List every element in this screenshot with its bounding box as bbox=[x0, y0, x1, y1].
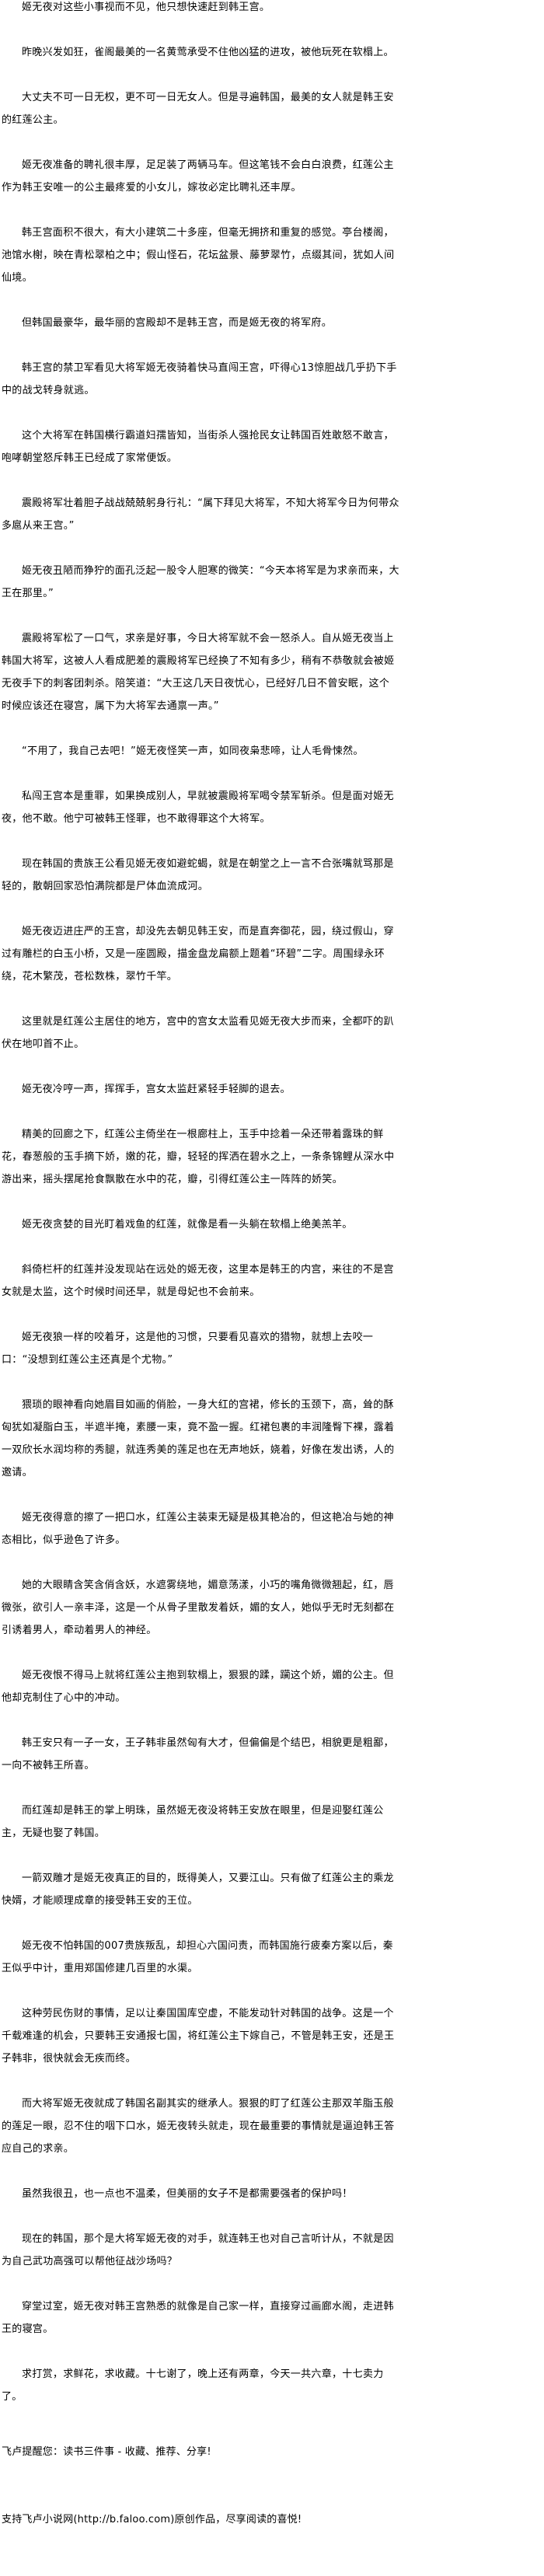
article-paragraph: 韩王安只有一子一女，王子韩非虽然匈有大才，但偏偏是个结巴，相貌更是粗鄙，一向不被… bbox=[2, 1737, 394, 1771]
article-paragraph: 姬无夜不怕韩国的007贵族叛乱，却担心六国问责，而韩国施行疲秦方案以后，秦王似乎… bbox=[2, 1940, 393, 1974]
page-footer: 飞卢提醒您：读书三件事 - 收藏、推荐、分享! 支持飞卢小说网(http://b… bbox=[2, 2441, 468, 2576]
article-paragraph: “不用了，我自己去吧！”姬无夜怪笑一声，如同夜枭悲啼，让人毛骨悚然。 bbox=[22, 745, 364, 757]
article-body: 姬无夜对这些小事视而不见，他只想快速赶到韩王宫。昨晚兴发如狂，雀阁最美的一名黄莺… bbox=[2, 0, 399, 2431]
article-paragraph: 震殿将军壮着胆子战战兢兢躬身行礼：“属下拜见大将军，不知大将军今日为何带众多扈从… bbox=[2, 497, 399, 532]
article-paragraph: 姬无夜丑陋而狰狞的面孔泛起一股令人胆寒的微笑：“今天本将军是为求亲而来，大王在那… bbox=[2, 565, 399, 599]
article-paragraph: 姬无夜对这些小事视而不见，他只想快速赶到韩王宫。 bbox=[22, 2, 270, 13]
article-paragraph: 韩王宫面积不很大，有大小建筑二十多座，但毫无拥挤和重复的感觉。亭台楼阁，池馆水榭… bbox=[2, 227, 395, 284]
article-paragraph: 现在韩国的贵族王公看见姬无夜如避蛇蝎，就是在朝堂之上一言不合张嘴就骂那是轻的，散… bbox=[2, 858, 394, 892]
article-paragraph: 姬无夜狼一样的咬着牙，这是他的习惯，只要看见喜欢的猎物，就想上去咬一口：“没想到… bbox=[2, 1332, 374, 1366]
article-paragraph: 这里就是红莲公主居住的地方，宫中的宫女太监看见姬无夜大步而来，全都吓的趴伏在地叩… bbox=[2, 1016, 394, 1050]
article-paragraph: 姬无夜恨不得马上就将红莲公主抱到软榻上，狠狠的蹂，躏这个娇，媚的公主。但他却克制… bbox=[2, 1670, 394, 1704]
article-paragraph: 一箭双雕才是姬无夜真正的目的，既得美人，又要江山。只有做了红莲公主的乘龙快婿，才… bbox=[2, 1873, 394, 1907]
article-paragraph: 私闯王宫本是重罪，如果换成别人，早就被震殿将军喝令禁军斩杀。但是面对姬无夜，他不… bbox=[2, 791, 394, 825]
article-paragraph: 大丈夫不可一日无权，更不可一日无女人。但是寻遍韩国，最美的女人就是韩王安的红莲公… bbox=[2, 92, 394, 126]
article-paragraph: 这个大将军在韩国横行霸道妇孺皆知，当街杀人强抢民女让韩国百姓敢怒不敢言，咆哮朝堂… bbox=[2, 430, 394, 464]
article-paragraph: 这种劳民伤财的事情，足以让秦国国库空虚，不能发动针对韩国的战争。这是一个千载难逢… bbox=[2, 2008, 395, 2065]
article-paragraph: 姬无夜得意的擦了一把口水，红莲公主装束无疑是极其艳冶的，但这艳冶与她的神态相比，… bbox=[2, 1512, 394, 1546]
article-paragraph: 姬无夜冷哼一声，挥挥手，宫女太监赶紧轻手轻脚的退去。 bbox=[22, 1084, 291, 1095]
article-paragraph: 虽然我很丑，也一点也不温柔，但美丽的女子不是都需要强者的保护吗！ bbox=[22, 2188, 353, 2200]
article-paragraph: 韩王宫的禁卫军看见大将军姬无夜骑着快马直闯王宫，吓得心13惊胆战几乎扔下手中的战… bbox=[2, 362, 397, 396]
article-paragraph: 姬无夜准备的聘礼很丰厚，足足装了两辆马车。但这笔钱不会白白浪费，红莲公主作为韩王… bbox=[2, 159, 394, 194]
article-paragraph: 姬无夜贪婪的目光盯着戏鱼的红莲，就像是看一头躺在软榻上绝美羔羊。 bbox=[22, 1219, 353, 1230]
article-paragraph: 精美的回廊之下，红莲公主倚坐在一根廊柱上，玉手中捻着一朵还带着露珠的鲜花，春葱般… bbox=[2, 1129, 395, 1185]
article-paragraph: 求打赏，求鲜花，求收藏。十七谢了，晚上还有两章，今天一共六章，十七卖力了。 bbox=[2, 2368, 384, 2403]
article-paragraph: 而红莲却是韩王的掌上明珠，虽然姬无夜没将韩王安放在眼里，但是迎娶红莲公主，无疑也… bbox=[2, 1805, 384, 1839]
article-paragraph: 震殿将军松了一口气，求亲是好事，今日大将军就不会一怒杀人。自从姬无夜当上韩国大将… bbox=[2, 633, 395, 712]
article-paragraph: 而大将军姬无夜就成了韩国名副其实的继承人。狠狠的盯了红莲公主那双羊脂玉般的莲足一… bbox=[2, 2098, 395, 2155]
article-paragraph: 猥琐的眼神看向她眉目如画的俏脸，一身大红的宫裙，修长的玉颈下，高，耸的酥匈犹如凝… bbox=[2, 1399, 395, 1478]
site-support-note: 支持飞卢小说网(http://b.faloo.com)原创作品，尽享阅读的喜悦! bbox=[2, 2514, 302, 2525]
article-paragraph: 她的大眼睛含笑含俏含妖，水遮雾绕地，媚意荡漾，小巧的嘴角微微翘起，红，唇微张，欲… bbox=[2, 1579, 395, 1636]
reading-reminder: 飞卢提醒您：读书三件事 - 收藏、推荐、分享! bbox=[2, 2446, 211, 2458]
article-paragraph: 姬无夜迈进庄严的王宫，却没先去朝见韩王安，而是直奔御花，园，绕过假山，穿过有雕栏… bbox=[2, 926, 394, 983]
article-paragraph: 现在的韩国，那个是大将军姬无夜的对手，就连韩王也对自己言听计从，不就是因为自己武… bbox=[2, 2233, 394, 2267]
article-paragraph: 昨晚兴发如狂，雀阁最美的一名黄莺承受不住他凶猛的进攻，被他玩死在软榻上。 bbox=[22, 47, 394, 58]
article-paragraph: 斜倚栏杆的红莲并没发现站在远处的姬无夜，这里本是韩王的内宫，来往的不是宫女就是太… bbox=[2, 1264, 394, 1298]
article-paragraph: 但韩国最豪华，最华丽的宫殿却不是韩王宫，而是姬无夜的将军府。 bbox=[22, 317, 333, 329]
article-paragraph: 穿堂过室，姬无夜对韩王宫熟悉的就像是自己家一样，直接穿过画廊水阁，走进韩王的寝宫… bbox=[2, 2301, 394, 2335]
